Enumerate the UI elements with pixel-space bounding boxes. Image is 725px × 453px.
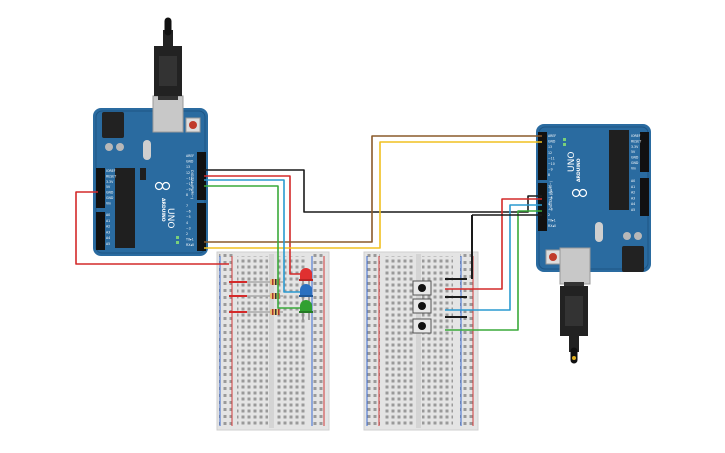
wire-blue-12 bbox=[204, 179, 300, 293]
breadboard-middle[interactable] bbox=[363, 251, 479, 431]
right-analog-pin-5: A5 bbox=[631, 208, 635, 212]
left-analog-pin-0: A0 bbox=[106, 213, 110, 217]
wire-blue-button bbox=[445, 204, 542, 311]
right-power-pin-4: GND bbox=[631, 156, 639, 160]
left-pin-top-3: 12 bbox=[186, 171, 190, 175]
right-power-pin-5: GND bbox=[631, 161, 639, 165]
wire-red-5v bbox=[75, 191, 229, 265]
right-pin-bottom-5: 2 bbox=[548, 213, 550, 217]
left-pin-top-2: 13 bbox=[186, 165, 190, 169]
right-pin-top-1: GND bbox=[548, 140, 556, 144]
right-analog-pin-4: A4 bbox=[631, 202, 635, 206]
right-pin-top-3: 12 bbox=[548, 151, 552, 155]
right-pin-bottom-3: 4 bbox=[548, 202, 550, 206]
right-analog-pin-2: A2 bbox=[631, 191, 635, 195]
wire-green-11 bbox=[204, 185, 300, 309]
left-power-pin-2: 3.3V bbox=[106, 180, 114, 184]
left-pin-bottom-0: 7 bbox=[186, 204, 188, 208]
right-pin-bottom-1: ~6 bbox=[548, 191, 553, 195]
left-analog-pin-4: A4 bbox=[106, 236, 110, 240]
right-analog-pin-1: A1 bbox=[631, 185, 635, 189]
right-pin-bottom-0: 7 bbox=[548, 185, 550, 189]
pushbutton-1[interactable] bbox=[412, 280, 432, 296]
left-power-pin-0: IOREF bbox=[106, 169, 116, 173]
right-pin-top-4: ~11 bbox=[548, 156, 555, 160]
left-pin-bottom-3: 4 bbox=[186, 221, 188, 225]
arduino-left[interactable] bbox=[93, 95, 208, 256]
right-pin-bottom-6: TX▸1 bbox=[547, 219, 556, 223]
ground-jumpers bbox=[229, 281, 247, 313]
wires bbox=[75, 135, 542, 331]
left-power-pin-4: GND bbox=[106, 191, 114, 195]
wire-green-button bbox=[445, 210, 542, 331]
right-power-pin-3: 5V bbox=[631, 150, 636, 154]
arduino-right-model: UNO bbox=[567, 152, 577, 172]
left-power-pin-3: 5V bbox=[106, 185, 111, 189]
right-analog-pin-3: A3 bbox=[631, 196, 635, 200]
right-pin-top-2: 13 bbox=[548, 145, 552, 149]
right-analog-pin-0: A0 bbox=[631, 179, 635, 183]
left-pin-bottom-5: 2 bbox=[186, 232, 188, 236]
right-pin-bottom-7: RX◂0 bbox=[548, 224, 556, 228]
left-pin-top-0: AREF bbox=[186, 154, 194, 158]
button-ground-jumpers bbox=[445, 215, 473, 318]
breadboard-left[interactable] bbox=[216, 251, 330, 431]
pushbutton-2[interactable] bbox=[412, 298, 432, 314]
arduino-left-logo bbox=[154, 181, 171, 191]
left-pin-bottom-4: ~3 bbox=[186, 226, 191, 230]
arduino-right-logo bbox=[571, 188, 588, 198]
wire-red-button bbox=[445, 198, 542, 290]
wire-red-13 bbox=[204, 175, 300, 275]
right-power-pin-1: RESET bbox=[631, 139, 641, 143]
arduino-left-brand: ARDUINO bbox=[160, 198, 166, 222]
arduino-right-digital-label: DIGITAL (PWM~) bbox=[549, 180, 553, 210]
arduino-left-model: UNO bbox=[165, 208, 175, 228]
right-pin-top-0: AREF bbox=[548, 134, 556, 138]
arduino-left-digital-label: DIGITAL (PWM~) bbox=[190, 170, 194, 200]
left-analog-pin-1: A1 bbox=[106, 219, 110, 223]
left-pin-bottom-7: RX◂0 bbox=[186, 243, 194, 247]
left-power-pin-1: RESET bbox=[106, 174, 116, 178]
left-pin-top-4: ~11 bbox=[186, 176, 193, 180]
left-power-pin-6: Vin bbox=[106, 201, 111, 205]
usb-cable-left bbox=[154, 17, 182, 100]
wire-brown-tx bbox=[204, 135, 542, 243]
left-analog-pin-2: A2 bbox=[106, 225, 110, 229]
left-power-pin-5: GND bbox=[106, 196, 114, 200]
pushbutton-3[interactable] bbox=[412, 318, 432, 334]
wire-yellow-rx bbox=[204, 141, 542, 249]
arduino-right-pin-labels: AREFGND1312~11~10~987~6~54~32TX▸1RX◂0IOR… bbox=[547, 134, 641, 228]
right-pin-top-5: ~10 bbox=[548, 162, 555, 166]
right-pin-bottom-2: ~5 bbox=[548, 196, 553, 200]
left-pin-top-5: ~10 bbox=[186, 182, 193, 186]
right-power-pin-2: 3.3V bbox=[631, 145, 639, 149]
arduino-right-brand: ARDUINO bbox=[576, 158, 582, 182]
right-pin-top-6: ~9 bbox=[548, 168, 553, 172]
left-pin-bottom-2: ~5 bbox=[186, 215, 191, 219]
left-pin-top-7: 8 bbox=[186, 193, 188, 197]
resistor-3[interactable] bbox=[247, 309, 283, 315]
right-power-pin-6: Vin bbox=[631, 166, 636, 170]
arduino-left-pin-labels: AREFGND1312~11~10~987~6~54~32TX▸1RX◂0IOR… bbox=[106, 154, 194, 247]
left-pin-top-1: GND bbox=[186, 160, 194, 164]
right-power-pin-0: IOREF bbox=[631, 134, 641, 138]
left-pin-top-6: ~9 bbox=[186, 188, 191, 192]
right-pin-top-7: 8 bbox=[548, 173, 550, 177]
left-pin-bottom-6: TX▸1 bbox=[185, 238, 194, 242]
left-pin-bottom-1: ~6 bbox=[186, 210, 191, 214]
left-analog-pin-5: A5 bbox=[106, 242, 110, 246]
led-green[interactable] bbox=[299, 300, 313, 320]
right-pin-bottom-4: ~3 bbox=[548, 207, 553, 211]
left-analog-pin-3: A3 bbox=[106, 230, 110, 234]
wire-black-gnd bbox=[204, 169, 542, 213]
usb-cable-right bbox=[560, 282, 588, 364]
